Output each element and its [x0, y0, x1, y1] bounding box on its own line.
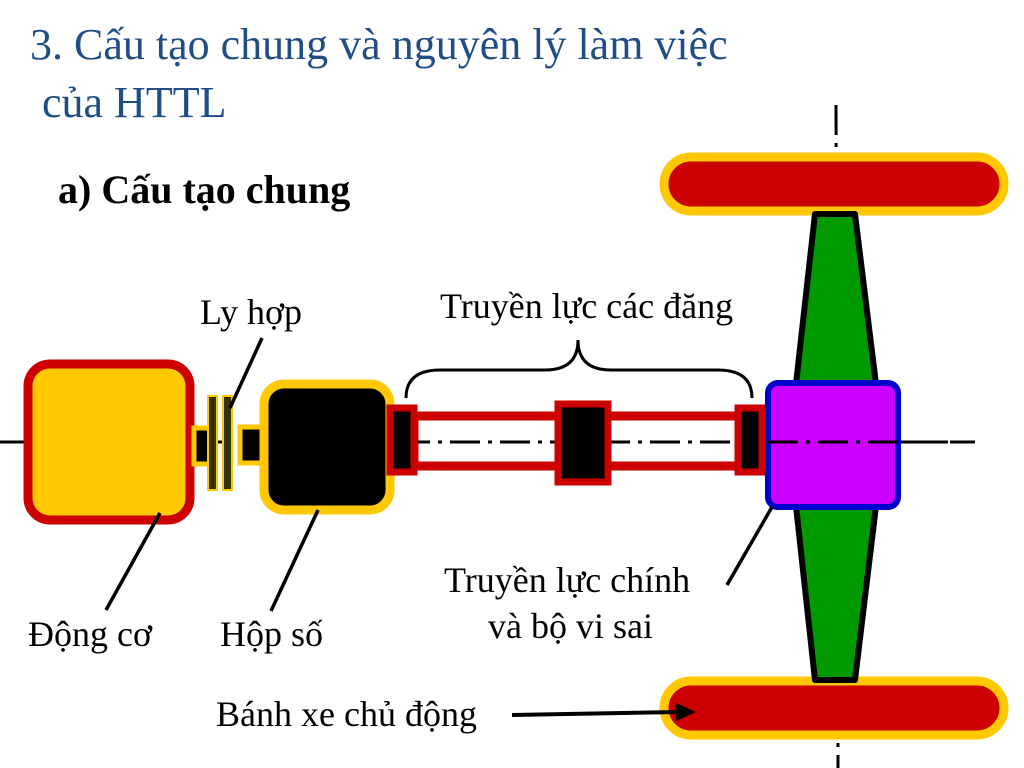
slide-title: 3. Cấu tạo chung và nguyên lý làm việc c…	[30, 16, 930, 132]
drive-wheel-arrowhead	[676, 703, 696, 721]
label-drive-wheel: Bánh xe chủ động	[216, 694, 477, 734]
engine-pointer	[104, 512, 162, 611]
universal-joint-rear	[734, 404, 766, 476]
gearbox-pointer	[269, 509, 320, 612]
label-engine: Động cơ	[28, 614, 153, 654]
propeller-shaft-brace	[404, 339, 754, 399]
label-propeller-shaft: Truyền lực các đăng	[440, 286, 734, 326]
title-line-1: 3. Cấu tạo chung và nguyên lý làm việc	[30, 20, 728, 69]
clutch-plate-2	[222, 395, 233, 491]
drive-wheel-top	[659, 152, 1009, 216]
axle-shaft-top	[793, 211, 879, 387]
section-subtitle: a) Cấu tạo chung	[58, 167, 351, 212]
label-final-drive-line-1: Truyền lực chính	[444, 560, 691, 600]
title-line-2: của HTTL	[42, 78, 227, 127]
universal-joint-front	[386, 404, 418, 476]
universal-joint-middle	[554, 400, 612, 486]
final-drive-differential	[765, 380, 901, 510]
label-gearbox: Hộp số	[220, 614, 324, 654]
label-clutch: Ly hợp	[200, 292, 303, 332]
gearbox-input-shaft	[237, 424, 265, 466]
gearbox	[259, 379, 395, 515]
clutch-plate-1	[207, 395, 218, 491]
clutch-pointer	[228, 337, 264, 409]
engine-block	[23, 359, 195, 525]
final-drive-pointer	[725, 506, 774, 586]
drive-wheel-bottom	[659, 676, 1009, 740]
drive-wheel-arrow-line	[511, 710, 679, 717]
axle-shaft-bottom	[793, 503, 879, 683]
label-final-drive-line-2: và bộ vi sai	[488, 606, 653, 646]
